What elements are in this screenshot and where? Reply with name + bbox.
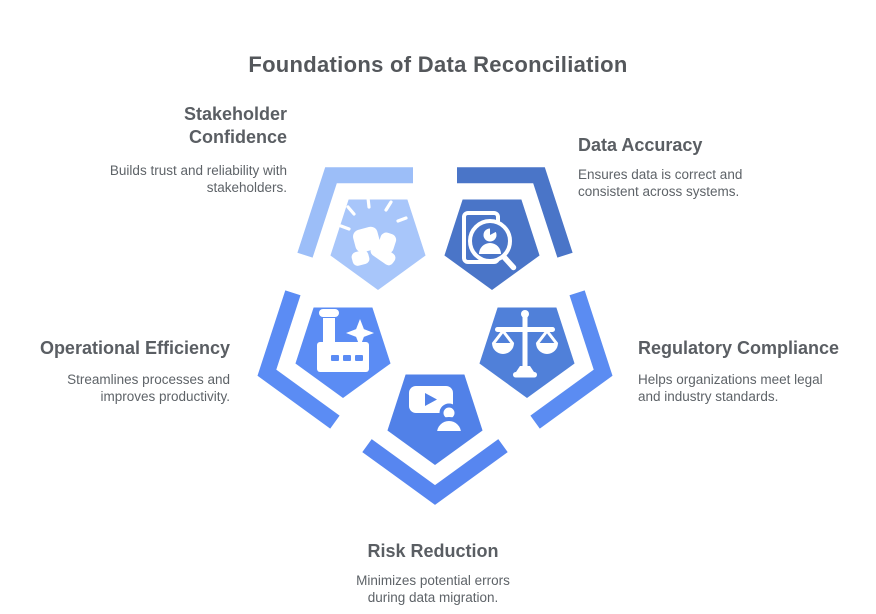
item-desc-operational-efficiency: Streamlines processes and improves produ… <box>67 372 230 404</box>
item-graphic-risk-reduction <box>362 374 508 505</box>
factory-icon <box>317 309 374 372</box>
factory-windows <box>331 355 363 361</box>
fist-shape <box>351 226 397 266</box>
item-label-stakeholder-confidence: Stakeholder Confidence <box>183 104 287 147</box>
item-label-risk-reduction: Risk Reduction <box>367 541 499 561</box>
chimney-cap <box>319 309 339 317</box>
video-presenter-icon <box>409 386 466 435</box>
item-graphic-data-accuracy <box>444 167 573 290</box>
item-text-stakeholder-confidence: Stakeholder Confidence Builds trust and … <box>27 103 287 196</box>
item-label-data-accuracy: Data Accuracy <box>578 135 703 155</box>
person-shoulders <box>479 243 501 254</box>
item-text-regulatory-compliance: Regulatory Compliance Helps organization… <box>638 337 876 405</box>
item-text-data-accuracy: Data Accuracy Ensures data is correct an… <box>578 134 818 200</box>
item-desc-data-accuracy: Ensures data is correct and consistent a… <box>578 167 743 199</box>
item-label-regulatory-compliance: Regulatory Compliance <box>638 338 840 358</box>
item-graphic-operational-efficiency <box>257 290 391 429</box>
item-desc-risk-reduction: Minimizes potential errors during data m… <box>356 573 510 605</box>
sparkle-star <box>346 319 374 347</box>
scales-left-pan <box>492 343 514 354</box>
presenter-shoulders <box>432 417 466 435</box>
head-pie-wedge <box>490 226 498 235</box>
spark-rays <box>339 196 408 231</box>
item-desc-regulatory-compliance: Helps organizations meet legal and indus… <box>638 372 823 404</box>
profile-search-icon <box>462 211 517 271</box>
scales-pole <box>522 314 528 372</box>
scales-base <box>513 372 537 378</box>
justice-scales-icon <box>491 310 559 378</box>
scales-beam <box>495 327 555 332</box>
item-label-operational-efficiency: Operational Efficiency <box>39 338 230 358</box>
scales-pedestal <box>516 366 534 372</box>
chevron-operational-efficiency <box>257 290 340 429</box>
item-graphic-regulatory-compliance <box>479 290 613 429</box>
scales-strings <box>491 330 559 345</box>
play-triangle <box>425 393 437 406</box>
chevron-regulatory-compliance <box>530 290 613 429</box>
page-title: Foundations of Data Reconciliation <box>248 52 628 77</box>
item-text-operational-efficiency: Operational Efficiency Streamlines proce… <box>0 337 230 405</box>
chevron-data-accuracy <box>457 167 573 258</box>
magnifier-handle <box>501 254 517 271</box>
item-desc-stakeholder-confidence: Builds trust and reliability with stakeh… <box>109 163 287 195</box>
chimney <box>323 318 335 344</box>
fist-with-sparks-icon <box>339 196 408 266</box>
item-text-risk-reduction: Risk Reduction Minimizes potential error… <box>293 540 573 606</box>
chevron-stakeholder-confidence <box>297 167 413 258</box>
chevron-risk-reduction <box>362 439 508 505</box>
item-graphic-stakeholder-confidence <box>297 167 426 290</box>
scales-right-pan <box>536 343 558 354</box>
